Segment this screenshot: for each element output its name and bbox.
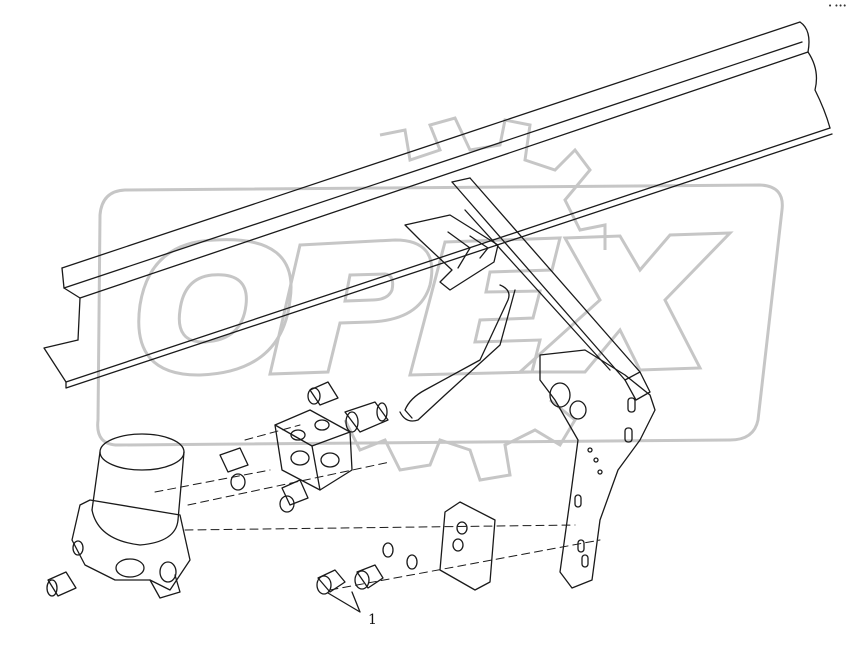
parts-linework [43, 21, 833, 613]
bolts [316, 564, 384, 595]
air-dryer [71, 433, 191, 599]
watermark-letter-x [516, 231, 734, 374]
watermark-gear-lower [343, 398, 577, 482]
washers [382, 542, 418, 570]
callout-label-1: 1 [368, 612, 377, 628]
watermark-letter-o [137, 238, 293, 377]
callout-leader [327, 591, 361, 613]
upper-bracket [404, 214, 499, 291]
drain-fitting [46, 571, 77, 597]
valve-block [274, 409, 353, 491]
hook-strap [399, 284, 516, 422]
frame-rail [43, 21, 833, 389]
opex-watermark [96, 116, 784, 482]
fittings [219, 381, 389, 513]
assembly-lines [154, 424, 601, 591]
mounting-bracket [539, 349, 656, 589]
spacer-plate [439, 501, 496, 591]
watermark-letter-p [268, 238, 434, 376]
watermark-frame [96, 183, 784, 447]
watermark-gear [379, 116, 607, 250]
corner-mark: • ••• [828, 2, 847, 10]
cross-member [451, 177, 651, 401]
